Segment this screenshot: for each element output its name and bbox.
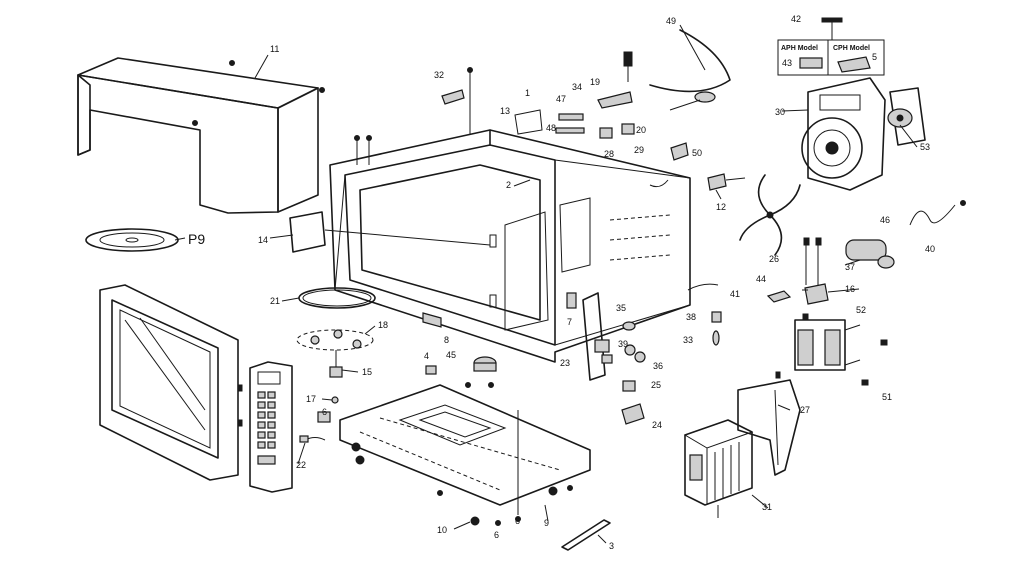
callout-12: 12 [716, 202, 726, 212]
roller-guide [296, 329, 374, 351]
magnetron [794, 313, 888, 386]
callout-41: 41 [730, 289, 740, 299]
callout-18: 18 [378, 320, 388, 330]
fuse-holder [514, 91, 689, 188]
base-plate [339, 384, 591, 526]
callout-52: 52 [856, 305, 866, 315]
callout-48: 48 [546, 123, 556, 133]
callout-23: 23 [560, 358, 570, 368]
callout-6b: 6 [494, 530, 499, 540]
fan-motor [887, 87, 926, 146]
callout-19: 19 [590, 77, 600, 87]
callout-39: 39 [618, 339, 628, 349]
fan-blade [739, 174, 801, 256]
control-panel [249, 361, 293, 493]
callout-6c: 6 [515, 516, 520, 526]
callout-21: 21 [270, 296, 280, 306]
callout-40: 40 [925, 244, 935, 254]
callout-43: 43 [782, 58, 792, 68]
callout-32: 32 [434, 70, 444, 80]
aph-model-label: APH Model [781, 45, 818, 52]
callout-6a: 6 [322, 407, 327, 417]
door-assembly [99, 284, 243, 481]
callout-7: 7 [567, 317, 572, 327]
callout-9: 9 [544, 518, 549, 528]
mounting-bracket [737, 371, 801, 476]
turntable-coupler [329, 350, 343, 378]
power-cord [623, 29, 731, 111]
callout-11: 11 [270, 44, 279, 54]
callout-26: 26 [769, 254, 779, 264]
turntable-motor [465, 356, 497, 388]
callout-5: 5 [872, 52, 877, 62]
callout-4: 4 [424, 351, 429, 361]
callout-27: 27 [800, 405, 810, 415]
callout-14: 14 [258, 235, 268, 245]
callout-1: 1 [525, 88, 530, 98]
callout-10: 10 [437, 525, 447, 535]
high-voltage-capacitor [845, 200, 966, 269]
capacitor-bracket [687, 237, 829, 305]
callout-p9: P9 [188, 231, 205, 247]
callout-30: 30 [775, 107, 785, 117]
callout-16: 16 [845, 284, 855, 294]
callout-42: 42 [791, 14, 801, 24]
callout-49: 49 [666, 16, 676, 26]
callout-labels: 11 P9 14 21 18 15 17 6 22 10 6 6 9 3 4 4… [188, 14, 935, 551]
glass-turntable-tray [85, 228, 179, 252]
callout-2: 2 [506, 180, 511, 190]
callout-22: 22 [296, 460, 306, 470]
leader-lines [174, 24, 918, 544]
small-hardware [299, 312, 442, 443]
callout-3: 3 [609, 541, 614, 551]
cph-model-label: CPH Model [833, 45, 870, 52]
callout-34: 34 [572, 82, 582, 92]
callout-44: 44 [756, 274, 766, 284]
callout-17: 17 [306, 394, 316, 404]
model-variant-box [777, 17, 885, 76]
callout-13: 13 [500, 106, 510, 116]
thermal-protector [707, 173, 746, 191]
callout-8: 8 [444, 335, 449, 345]
callout-35: 35 [616, 303, 626, 313]
callout-47: 47 [556, 94, 566, 104]
callout-31: 31 [762, 502, 772, 512]
callout-33: 33 [683, 335, 693, 345]
callout-46: 46 [880, 215, 890, 225]
callout-24: 24 [652, 420, 662, 430]
callout-38: 38 [686, 312, 696, 322]
callout-15: 15 [362, 367, 372, 377]
callout-37: 37 [845, 262, 855, 272]
interlock-switches [621, 311, 722, 425]
fan-motor-housing [801, 77, 886, 191]
high-voltage-transformer [683, 419, 754, 518]
callout-53: 53 [920, 142, 930, 152]
interlock-bracket [566, 292, 613, 381]
callout-45: 45 [446, 350, 456, 360]
waveguide-cover [289, 211, 491, 253]
callout-25: 25 [651, 380, 661, 390]
callout-51: 51 [882, 392, 892, 402]
callout-29: 29 [634, 145, 644, 155]
callout-20: 20 [636, 125, 646, 135]
callout-36: 36 [653, 361, 663, 371]
callout-50: 50 [692, 148, 702, 158]
callout-28: 28 [604, 149, 614, 159]
trim-rail [561, 519, 611, 551]
outer-cabinet [77, 57, 325, 214]
thermal-cutout [441, 89, 465, 105]
